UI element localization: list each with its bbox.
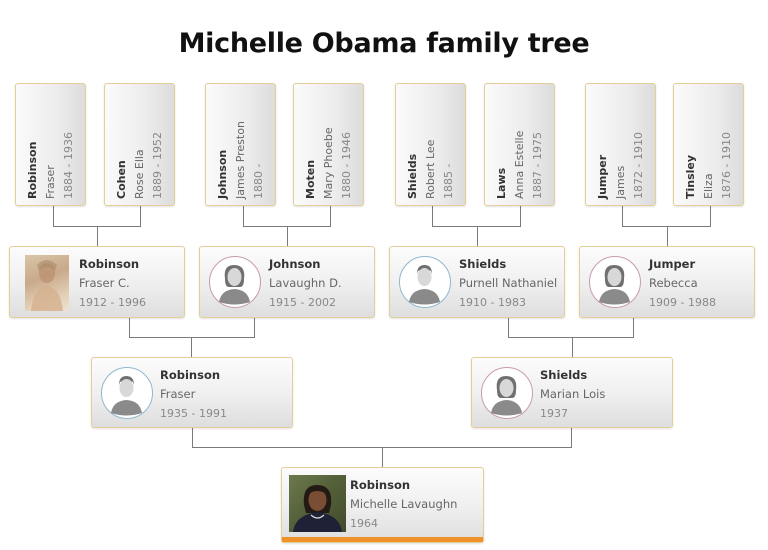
life-years: 1912 - 1996 (79, 296, 146, 309)
given-name: Eliza (702, 173, 715, 199)
connector (97, 226, 98, 246)
given-name: Robert Lee (424, 139, 437, 199)
given-name: Michelle Lavaughn (350, 497, 458, 511)
connector (520, 206, 521, 226)
person-card-great-grandparent[interactable]: Moten Mary Phoebe 1880 - 1946 (293, 83, 364, 206)
surname: Jumper (596, 154, 609, 199)
life-years: 1885 - (442, 163, 455, 199)
person-card-father[interactable]: Robinson Fraser 1935 - 1991 (91, 357, 293, 428)
given-name: Fraser C. (79, 276, 130, 290)
connector (330, 206, 331, 226)
connector (622, 206, 623, 226)
surname: Robinson (350, 478, 411, 492)
person-card-mother[interactable]: Shields Marian Lois 1937 (471, 357, 673, 428)
life-years: 1964 (350, 517, 378, 530)
person-card-focus[interactable]: Robinson Michelle Lavaughn 1964 (281, 467, 484, 543)
person-card-great-grandparent[interactable]: Laws Anna Estelle 1887 - 1975 (484, 83, 555, 206)
surname: Jumper (649, 257, 696, 271)
connector (477, 226, 478, 246)
surname: Johnson (216, 149, 229, 199)
person-card-great-grandparent[interactable]: Tinsley Eliza 1876 - 1910 (673, 83, 744, 206)
connector (254, 318, 255, 337)
portrait-photo (289, 475, 346, 532)
given-name: James (614, 165, 627, 199)
connector (192, 428, 193, 447)
life-years: 1872 - 1910 (632, 132, 645, 199)
given-name: Anna Estelle (513, 130, 526, 199)
connector (243, 206, 244, 226)
given-name: Fraser (160, 387, 196, 401)
page-title: Michelle Obama family tree (178, 28, 590, 59)
male-silhouette-icon (101, 367, 153, 419)
female-silhouette-icon (589, 256, 641, 308)
connector (129, 318, 130, 337)
person-card-great-grandparent[interactable]: Robinson Fraser 1884 - 1936 (15, 83, 86, 206)
life-years: 1880 - 1946 (340, 132, 353, 199)
connector (633, 318, 634, 337)
focus-highlight-bar (282, 537, 483, 542)
connector (667, 226, 668, 246)
connector (508, 337, 634, 338)
connector (382, 447, 383, 467)
male-silhouette-icon (399, 256, 451, 308)
female-silhouette-icon (209, 256, 261, 308)
given-name: Purnell Nathaniel (459, 276, 558, 290)
surname: Robinson (79, 257, 140, 271)
surname: Robinson (26, 141, 39, 199)
connector (572, 337, 573, 357)
connector (432, 206, 433, 226)
connector (571, 428, 572, 447)
life-years: 1910 - 1983 (459, 296, 526, 309)
connector (129, 337, 255, 338)
person-card-grandparent[interactable]: Jumper Rebecca 1909 - 1988 (579, 246, 755, 318)
given-name: Marian Lois (540, 387, 606, 401)
person-card-great-grandparent[interactable]: Shields Robert Lee 1885 - (395, 83, 466, 206)
connector (710, 206, 711, 226)
life-years: 1887 - 1975 (531, 132, 544, 199)
life-years: 1915 - 2002 (269, 296, 336, 309)
life-years: 1889 - 1952 (151, 132, 164, 199)
surname: Robinson (160, 368, 221, 382)
connector (53, 206, 54, 226)
connector (287, 226, 288, 246)
surname: Moten (304, 159, 317, 199)
life-years: 1876 - 1910 (720, 132, 733, 199)
life-years: 1937 (540, 407, 568, 420)
connector (191, 337, 192, 357)
surname: Shields (540, 368, 588, 382)
given-name: Lavaughn D. (269, 276, 342, 290)
surname: Tinsley (684, 154, 697, 199)
connector (508, 318, 509, 337)
person-card-grandparent[interactable]: Johnson Lavaughn D. 1915 - 2002 (199, 246, 375, 318)
person-card-grandparent[interactable]: Shields Purnell Nathaniel 1910 - 1983 (389, 246, 565, 318)
life-years: 1909 - 1988 (649, 296, 716, 309)
person-card-grandparent[interactable]: Robinson Fraser C. 1912 - 1996 (9, 246, 185, 318)
life-years: 1880 - (252, 163, 265, 199)
surname: Laws (495, 167, 508, 199)
given-name: Fraser (44, 165, 57, 199)
connector (140, 206, 141, 226)
female-silhouette-icon (481, 367, 533, 419)
life-years: 1884 - 1936 (62, 132, 75, 199)
surname: Cohen (115, 160, 128, 199)
surname: Johnson (269, 257, 321, 271)
life-years: 1935 - 1991 (160, 407, 227, 420)
person-card-great-grandparent[interactable]: Cohen Rose Ella 1889 - 1952 (104, 83, 175, 206)
given-name: Mary Phoebe (322, 127, 335, 199)
given-name: Rebecca (649, 276, 698, 290)
given-name: James Preston (234, 121, 247, 199)
surname: Shields (459, 257, 507, 271)
person-card-great-grandparent[interactable]: Jumper James 1872 - 1910 (585, 83, 656, 206)
given-name: Rose Ella (133, 149, 146, 199)
person-card-great-grandparent[interactable]: Johnson James Preston 1880 - (205, 83, 276, 206)
connector (622, 226, 711, 227)
portrait-photo (25, 255, 69, 311)
connector (432, 226, 521, 227)
surname: Shields (406, 153, 419, 199)
